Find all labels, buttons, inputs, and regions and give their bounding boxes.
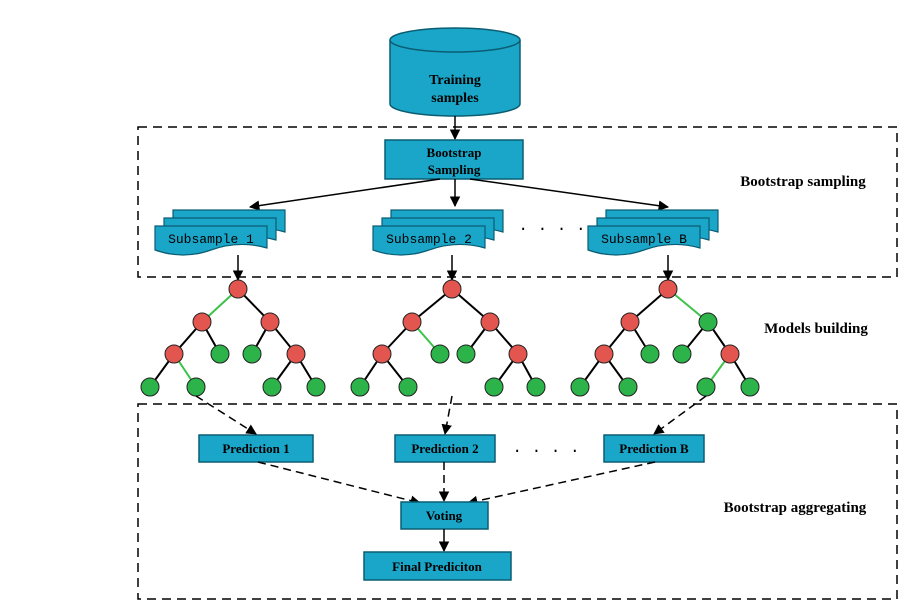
split-node (658, 279, 678, 299)
bootstrap-aggregating-frame (137, 403, 898, 600)
decision-tree-3 (570, 279, 760, 397)
bootstrap-label-2: Sampling (428, 162, 481, 177)
split-node (594, 344, 614, 364)
split-node (620, 312, 640, 332)
subsample-label: Subsample 1 (168, 232, 254, 247)
leaf-node (484, 377, 504, 397)
leaf-node (640, 344, 660, 364)
split-node (164, 344, 184, 364)
split-node (372, 344, 392, 364)
split-node (480, 312, 500, 332)
split-node (402, 312, 422, 332)
ellipsis-bottom: · · · · (512, 442, 579, 460)
final-prediction-box: Final Prediciton (363, 551, 512, 581)
leaf-node (696, 377, 716, 397)
leaf-node (698, 312, 718, 332)
split-node (192, 312, 212, 332)
decision-tree-2 (350, 279, 546, 397)
split-node (286, 344, 306, 364)
leaf-node (350, 377, 370, 397)
split-node (720, 344, 740, 364)
tree-to-prediction-arrow (653, 395, 707, 435)
trees-group (140, 279, 760, 397)
split-node (228, 279, 248, 299)
subsamples-group: Subsample 1 Subsample 2 Subsample B (154, 209, 719, 282)
decision-tree-1 (140, 279, 326, 397)
subsample-label: Subsample 2 (386, 232, 472, 247)
subsample-1: Subsample 1 (154, 209, 286, 256)
leaf-node (740, 377, 760, 397)
prediction-label: Prediction 1 (222, 441, 289, 456)
leaf-node (242, 344, 262, 364)
leaf-node (210, 344, 230, 364)
bootstrap-sampling-frame (137, 126, 898, 278)
training-samples-database-icon: Training samples (389, 27, 521, 117)
leaf-node (456, 344, 476, 364)
document-sheet (372, 225, 486, 256)
tree-to-prediction-arrow (195, 395, 257, 435)
split-node (508, 344, 528, 364)
ellipsis-top: · · · · (518, 220, 585, 238)
prediction-label: Prediction B (619, 441, 689, 456)
split-node (442, 279, 462, 299)
prediction-3: Prediction B (603, 434, 705, 463)
leaf-node (672, 344, 692, 364)
section-label-models: Models building (764, 321, 868, 337)
leaf-node (570, 377, 590, 397)
training-samples-label-1: Training (429, 73, 481, 88)
leaf-node (262, 377, 282, 397)
subsample-2: Subsample 2 (372, 209, 504, 256)
subsample-label: Subsample B (601, 232, 687, 247)
bootstrap-label-1: Bootstrap (427, 145, 482, 160)
document-sheet (587, 225, 701, 256)
prediction-label: Prediction 2 (411, 441, 478, 456)
leaf-node (140, 377, 160, 397)
leaf-node (398, 377, 418, 397)
training-samples-label-2: samples (431, 91, 479, 106)
predictions-group: Prediction 1 Prediction 2 Prediction B (195, 395, 707, 463)
leaf-node (526, 377, 546, 397)
prediction-2: Prediction 2 (394, 434, 496, 463)
leaf-node (430, 344, 450, 364)
bootstrap-sampling-box: Bootstrap Sampling (384, 139, 524, 180)
prediction-1: Prediction 1 (198, 434, 314, 463)
final-prediction-label: Final Prediciton (392, 559, 482, 574)
leaf-node (186, 377, 206, 397)
voting-label: Voting (426, 508, 463, 523)
leaf-node (618, 377, 638, 397)
leaf-node (306, 377, 326, 397)
section-label-aggregating: Bootstrap aggregating (724, 500, 867, 516)
document-sheet (154, 225, 268, 256)
section-label-sampling: Bootstrap sampling (740, 174, 866, 190)
split-node (260, 312, 280, 332)
voting-box: Voting (400, 501, 489, 530)
subsample-3: Subsample B (587, 209, 719, 256)
tree-to-prediction-arrow (441, 395, 453, 436)
